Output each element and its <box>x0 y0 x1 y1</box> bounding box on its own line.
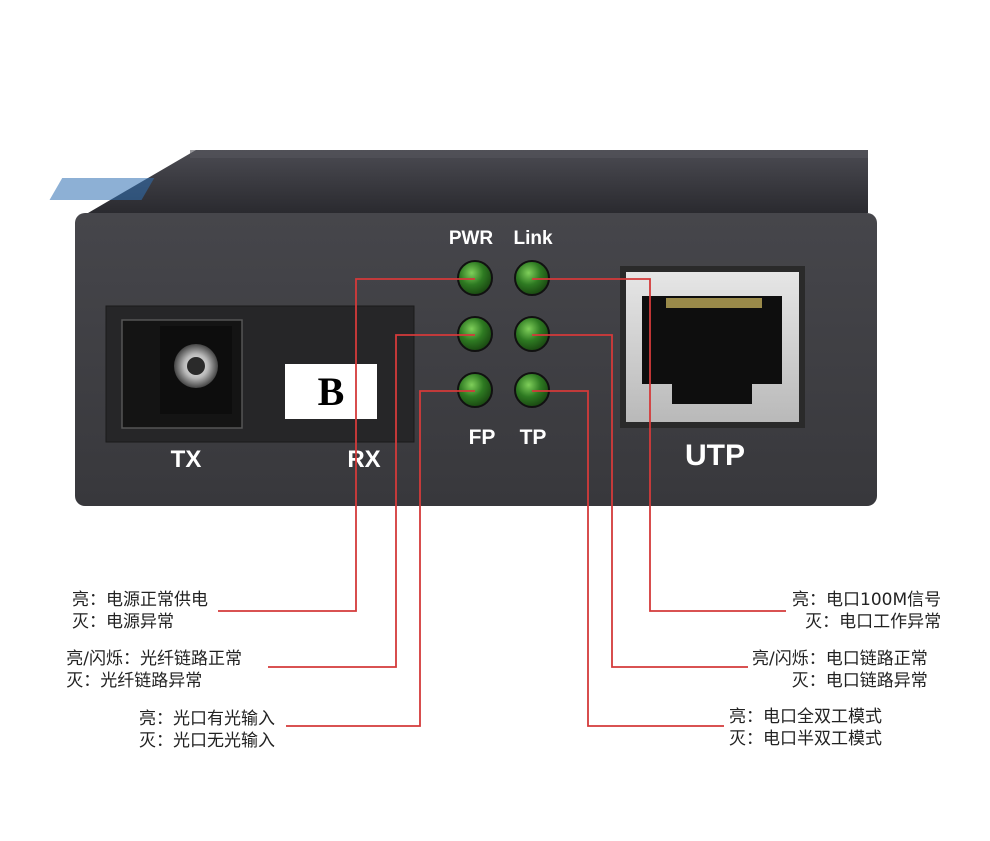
label-pwr: PWR <box>449 228 494 249</box>
device-top-highlight <box>190 150 868 158</box>
line-link <box>532 278 786 612</box>
callout-pwr-on: 亮：电源正常供电 <box>72 590 208 610</box>
led-tp <box>514 372 550 408</box>
callout-link-on: 亮：电口100M信号 <box>792 590 942 610</box>
callout-utp-link: 亮/闪烁：电口链路正常 灭：电口链路异常 <box>752 648 928 692</box>
callout-lines <box>218 278 786 727</box>
callout-fp-on: 亮：光口有光输入 <box>139 709 275 729</box>
rj45-pins <box>666 298 762 308</box>
callout-link-off: 灭：电口工作异常 <box>805 612 942 632</box>
line-fp <box>286 390 475 727</box>
rx-sticker-letter: B <box>318 369 345 414</box>
callout-fp-off: 灭：光口无光输入 <box>139 731 275 751</box>
label-rx: RX <box>347 446 380 473</box>
line-tp <box>532 390 724 727</box>
led-utp-link <box>514 316 550 352</box>
callout-fiber-link-off: 灭：光纤链路异常 <box>66 671 203 691</box>
line-pwr <box>218 278 475 612</box>
callout-pwr: 亮：电源正常供电 灭：电源异常 <box>72 589 208 633</box>
callout-tp-on: 亮：电口全双工模式 <box>729 707 882 727</box>
label-link: Link <box>513 228 552 249</box>
line-utp-link <box>532 334 748 668</box>
callout-tp: 亮：电口全双工模式 灭：电口半双工模式 <box>729 706 882 750</box>
callout-fiber-link-on: 亮/闪烁：光纤链路正常 <box>66 649 242 669</box>
callout-utp-link-on: 亮/闪烁：电口链路正常 <box>752 649 928 669</box>
label-utp: UTP <box>685 439 745 472</box>
label-tp: TP <box>520 426 547 449</box>
line-fiber-link <box>268 334 475 668</box>
callout-tp-off: 灭：电口半双工模式 <box>729 729 882 749</box>
rj45-opening <box>642 296 782 404</box>
led-fp <box>457 372 493 408</box>
label-tx: TX <box>171 446 202 473</box>
led-fiber-link <box>457 316 493 352</box>
callout-utp-link-off: 灭：电口链路异常 <box>791 671 928 691</box>
tx-ferrule-core <box>187 357 205 375</box>
label-fp: FP <box>469 426 496 449</box>
callout-link: 亮：电口100M信号 灭：电口工作异常 <box>792 589 941 633</box>
callout-fiber-link: 亮/闪烁：光纤链路正常 灭：光纤链路异常 <box>66 648 242 692</box>
rx-sticker <box>285 364 377 419</box>
led-pwr <box>457 260 493 296</box>
device-top <box>88 150 868 213</box>
top-sticker <box>49 178 155 200</box>
callout-pwr-off: 灭：电源异常 <box>72 612 174 632</box>
led-link <box>514 260 550 296</box>
callout-fp: 亮：光口有光输入 灭：光口无光输入 <box>139 708 275 752</box>
